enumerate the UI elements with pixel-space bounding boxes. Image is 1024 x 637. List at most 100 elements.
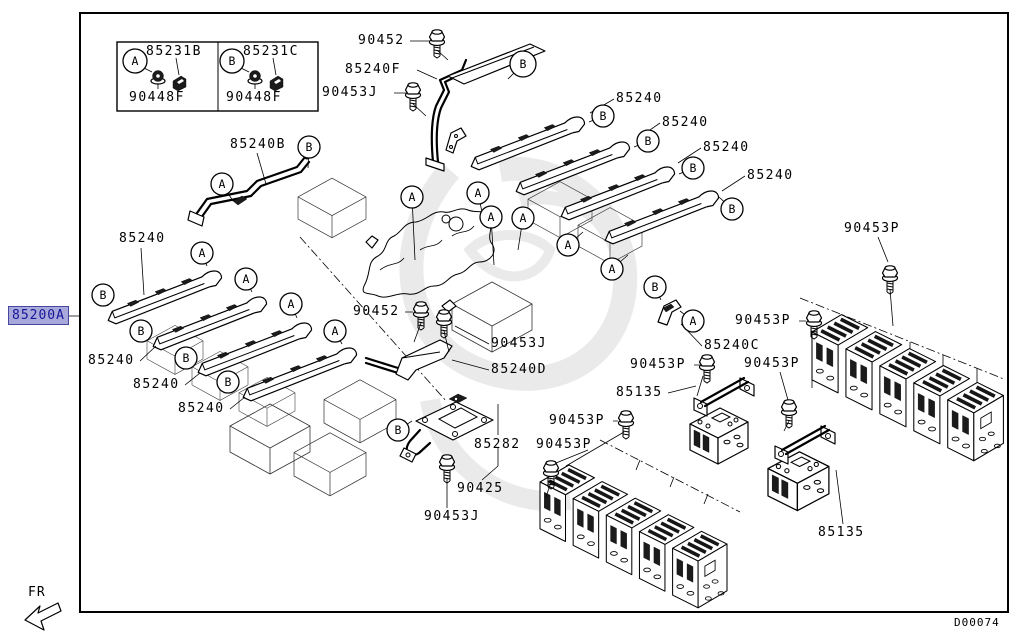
diagram-frame <box>79 12 1009 613</box>
part-label[interactable]: 85135 <box>616 385 663 400</box>
marker-A: A <box>400 185 424 261</box>
part-label[interactable]: 90425 <box>457 481 504 496</box>
nut-icon <box>150 69 166 85</box>
part-label[interactable]: 85240 <box>616 91 663 106</box>
part-label[interactable]: 90453P <box>549 413 605 428</box>
legend-part-label[interactable]: 85231B <box>146 44 202 59</box>
marker-B: B <box>219 48 245 74</box>
part-label[interactable]: 85240 <box>703 140 750 155</box>
unit-85282 <box>399 393 494 463</box>
fr-arrow-icon <box>24 602 62 631</box>
svg-text:B: B <box>690 161 697 175</box>
part-label[interactable]: 85240 <box>133 377 180 392</box>
marker-B: B <box>643 275 667 301</box>
part-label[interactable]: 85282 <box>474 437 521 452</box>
control-box <box>767 451 830 512</box>
bolt-icon <box>428 29 446 59</box>
battery-stack-bottom <box>538 463 729 610</box>
part-label[interactable]: 85240 <box>88 353 135 368</box>
part-label[interactable]: 85240C <box>704 338 760 353</box>
svg-text:B: B <box>100 288 107 302</box>
wiring-harness <box>362 208 495 313</box>
part-label[interactable]: 90453P <box>630 357 686 372</box>
svg-text:A: A <box>199 246 206 260</box>
svg-text:A: A <box>332 324 339 338</box>
nut-icon <box>247 69 263 85</box>
bolt-icon <box>438 454 456 484</box>
svg-text:A: A <box>609 262 616 276</box>
svg-text:B: B <box>395 423 402 437</box>
svg-text:A: A <box>243 272 250 286</box>
selected-part-label[interactable]: 85200A <box>8 306 69 325</box>
legend-part-label[interactable]: 90448F <box>226 90 282 105</box>
part-label[interactable]: 85240B <box>230 137 286 152</box>
marker-A: A <box>679 309 705 333</box>
marker-A: A <box>511 206 535 251</box>
svg-text:B: B <box>229 54 236 68</box>
battery-stack-right <box>810 312 1006 463</box>
svg-text:A: A <box>409 190 416 204</box>
fr-direction-label: FR <box>28 585 46 600</box>
part-label[interactable]: 85240 <box>747 168 794 183</box>
marker-B: B <box>129 319 153 343</box>
part-label[interactable]: 90453P <box>744 356 800 371</box>
part-label[interactable]: 85240 <box>662 115 709 130</box>
marker-A: A <box>479 205 503 266</box>
legend-part-label[interactable]: 85231C <box>243 44 299 59</box>
bolt-icon <box>780 399 798 429</box>
svg-text:B: B <box>225 375 232 389</box>
legend-box <box>116 41 319 112</box>
svg-text:B: B <box>306 140 313 154</box>
part-label[interactable]: 85240F <box>345 62 401 77</box>
svg-text:A: A <box>288 297 295 311</box>
part-label[interactable]: 90453J <box>424 509 480 524</box>
part-label[interactable]: 85135 <box>818 525 865 540</box>
marker-B: B <box>174 346 198 370</box>
part-label[interactable]: 90453J <box>322 85 378 100</box>
part-label[interactable]: 85240D <box>491 362 547 377</box>
part-label[interactable]: 90453P <box>844 221 900 236</box>
marker-B: B <box>91 283 115 307</box>
part-label[interactable]: 90452 <box>353 304 400 319</box>
connector-lines <box>412 50 978 505</box>
marker-A: A <box>190 241 214 267</box>
marker-B: B <box>216 370 240 394</box>
svg-text:A: A <box>690 314 697 328</box>
svg-text:A: A <box>219 177 226 191</box>
svg-text:B: B <box>138 324 145 338</box>
svg-text:B: B <box>520 57 527 71</box>
marker-B: B <box>718 196 744 221</box>
part-label[interactable]: 85240 <box>178 401 225 416</box>
marker-B: B <box>678 156 705 180</box>
part-label[interactable]: 90453P <box>735 313 791 328</box>
svg-text:A: A <box>132 54 139 68</box>
svg-text:B: B <box>652 280 659 294</box>
part-label[interactable]: 90453P <box>536 437 592 452</box>
svg-text:B: B <box>183 351 190 365</box>
bracket-85240D <box>364 339 453 381</box>
svg-text:B: B <box>645 134 652 148</box>
marker-A: A <box>234 267 258 293</box>
part-label[interactable]: 85240 <box>119 231 166 246</box>
svg-text:B: B <box>600 109 607 123</box>
marker-B: B <box>386 418 413 442</box>
marker-A: A <box>210 172 234 202</box>
construction-lines <box>299 236 1005 513</box>
marker-A: A <box>466 181 490 213</box>
clip-icon <box>172 75 187 92</box>
clip-icon <box>269 75 284 92</box>
bolt-icon <box>404 82 422 112</box>
bolt-icon <box>698 354 716 384</box>
svg-text:B: B <box>729 202 736 216</box>
diagram-code: D00074 <box>954 616 1000 629</box>
svg-text:A: A <box>475 186 482 200</box>
svg-text:A: A <box>565 238 572 252</box>
part-label[interactable]: 90453J <box>491 336 547 351</box>
marker-A: A <box>600 254 629 281</box>
legend-part-label[interactable]: 90448F <box>129 90 185 105</box>
part-label[interactable]: 90452 <box>358 33 405 48</box>
marker-A: A <box>279 292 303 319</box>
